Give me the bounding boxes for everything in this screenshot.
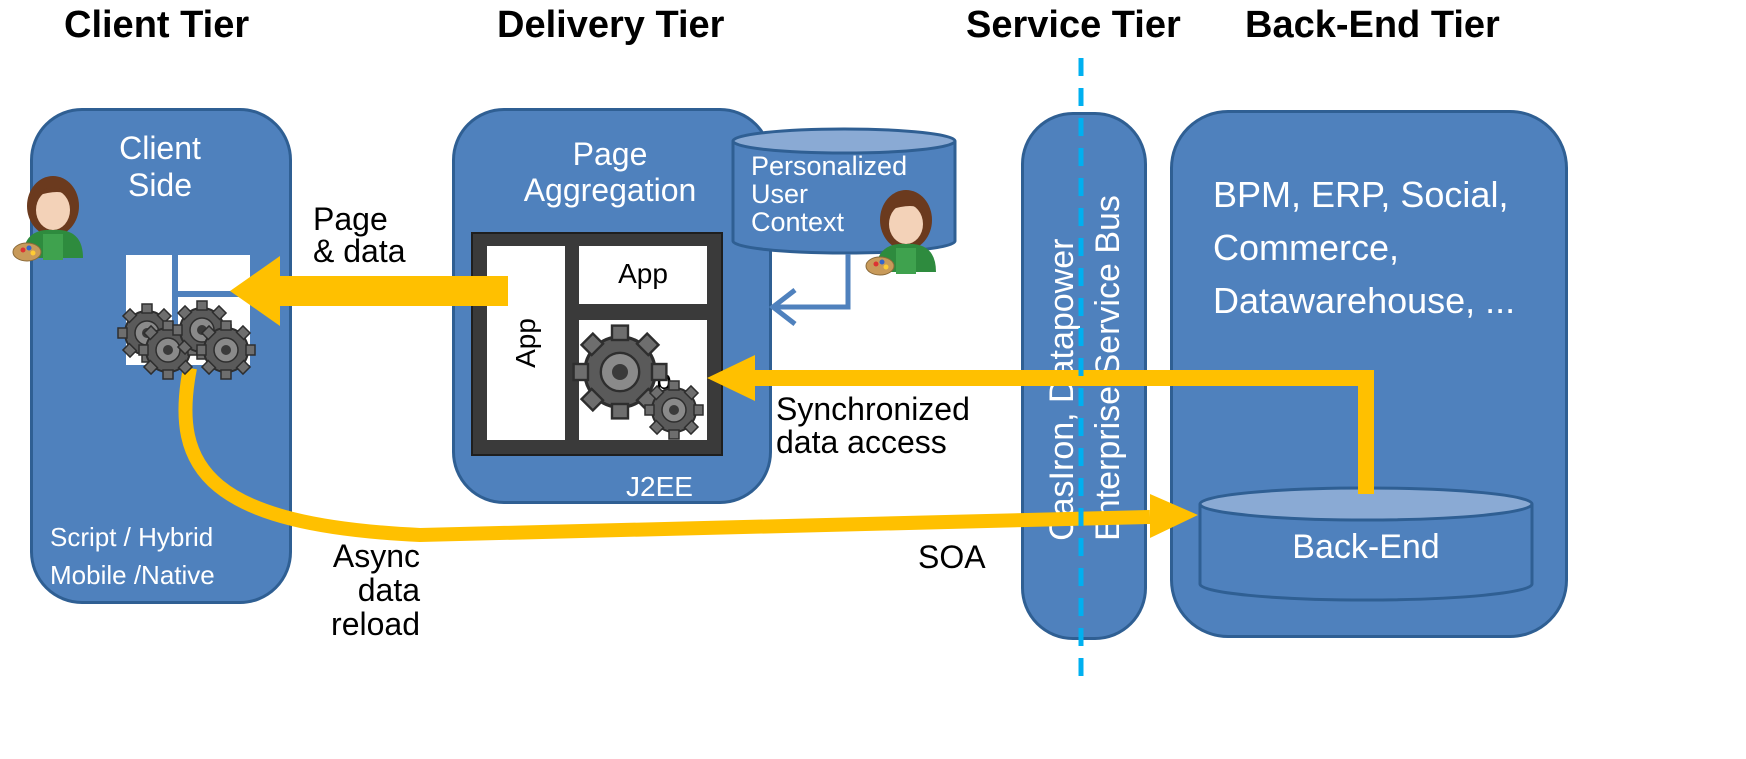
async-reload-arrow [178, 366, 1151, 543]
client-panel-footer: Script / Hybrid Mobile /Native [50, 518, 215, 594]
async-line1: Async [332, 538, 420, 574]
context-feed-arrow [768, 254, 851, 326]
context-db-label: Personalized User Context [751, 152, 907, 236]
backend-line1: BPM, ERP, Social, [1213, 174, 1509, 215]
backend-line3: Datawarehouse, ... [1213, 280, 1516, 321]
client-footer-line2: Mobile /Native [50, 560, 215, 590]
async-line3: reload [331, 606, 420, 642]
app-top-portlet [579, 246, 707, 304]
delivery-panel-title: Page Aggregation [500, 136, 720, 208]
j2ee-label: J2EE [626, 471, 693, 502]
user-avatar-icon [12, 175, 84, 262]
soa-label: SOA [918, 539, 986, 575]
app-top-label: App [618, 258, 668, 289]
delivery-tier-heading: Delivery Tier [497, 4, 725, 46]
page-data-label: Page & data [313, 203, 406, 267]
async-reload-arrowhead [1150, 494, 1198, 538]
backend-db-label: Back-End [1292, 528, 1440, 566]
context-line1: Personalized [751, 151, 908, 181]
client-mini-window-top [178, 255, 250, 291]
service-tier-heading: Service Tier [966, 4, 1181, 46]
delivery-title-line1: Page [572, 136, 648, 172]
client-panel-title: Client Side [100, 130, 220, 204]
page-data-arrow [230, 256, 508, 326]
page-data-line1: Page [313, 201, 388, 237]
async-line2: data [357, 572, 420, 608]
backend-tier-heading: Back-End Tier [1245, 4, 1500, 46]
context-line3: Context [751, 207, 845, 237]
sync-access-arrowhead [707, 355, 755, 401]
page-data-line2: & data [313, 233, 406, 269]
client-footer-line1: Script / Hybrid [50, 522, 214, 552]
backend-systems-text: BPM, ERP, Social, Commerce, Datawarehous… [1213, 168, 1515, 327]
gear-icon [572, 324, 704, 440]
sync-line1: Synchronized [776, 391, 970, 427]
client-title-line1: Client [119, 130, 201, 166]
client-tier-heading: Client Tier [64, 4, 250, 46]
async-reload-label: Async data reload [300, 539, 420, 641]
sync-access-arrow [752, 370, 1374, 494]
context-line2: User [751, 179, 809, 209]
delivery-title-line2: Aggregation [523, 172, 697, 208]
sync-access-label: Synchronized data access [776, 393, 970, 459]
client-title-line2: Side [127, 167, 193, 203]
backend-line2: Commerce, [1213, 227, 1400, 268]
sync-line2: data access [776, 424, 947, 460]
backend-database [1198, 486, 1534, 602]
